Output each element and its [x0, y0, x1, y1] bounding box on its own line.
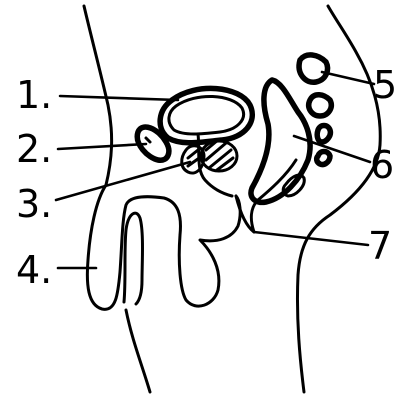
sacral-vertebra-2 [309, 95, 332, 116]
anterior-body-wall [84, 6, 112, 185]
leader-2 [58, 144, 146, 149]
seminal-vesicle [201, 141, 237, 171]
sacral-vertebra-3 [317, 126, 330, 143]
label-1: 1. [16, 73, 52, 117]
label-7: 7 [368, 224, 392, 268]
perineum-line [126, 310, 150, 392]
penile-urethra [124, 213, 143, 304]
rectum [251, 80, 310, 202]
label-5: 5 [373, 63, 397, 107]
sacral-vertebra-4 [317, 152, 330, 165]
penis-outer [87, 185, 240, 309]
leader-3 [56, 162, 190, 200]
label-2: 2. [16, 127, 52, 171]
label-3: 3. [16, 182, 52, 226]
label-6: 6 [370, 143, 394, 187]
sacral-vertebra-1 [299, 55, 327, 82]
label-4: 4. [16, 248, 52, 292]
leader-1 [60, 96, 178, 100]
bladder-inner [169, 96, 244, 134]
posterior-body-wall [297, 6, 380, 392]
pubic-bone-mark [146, 138, 150, 142]
